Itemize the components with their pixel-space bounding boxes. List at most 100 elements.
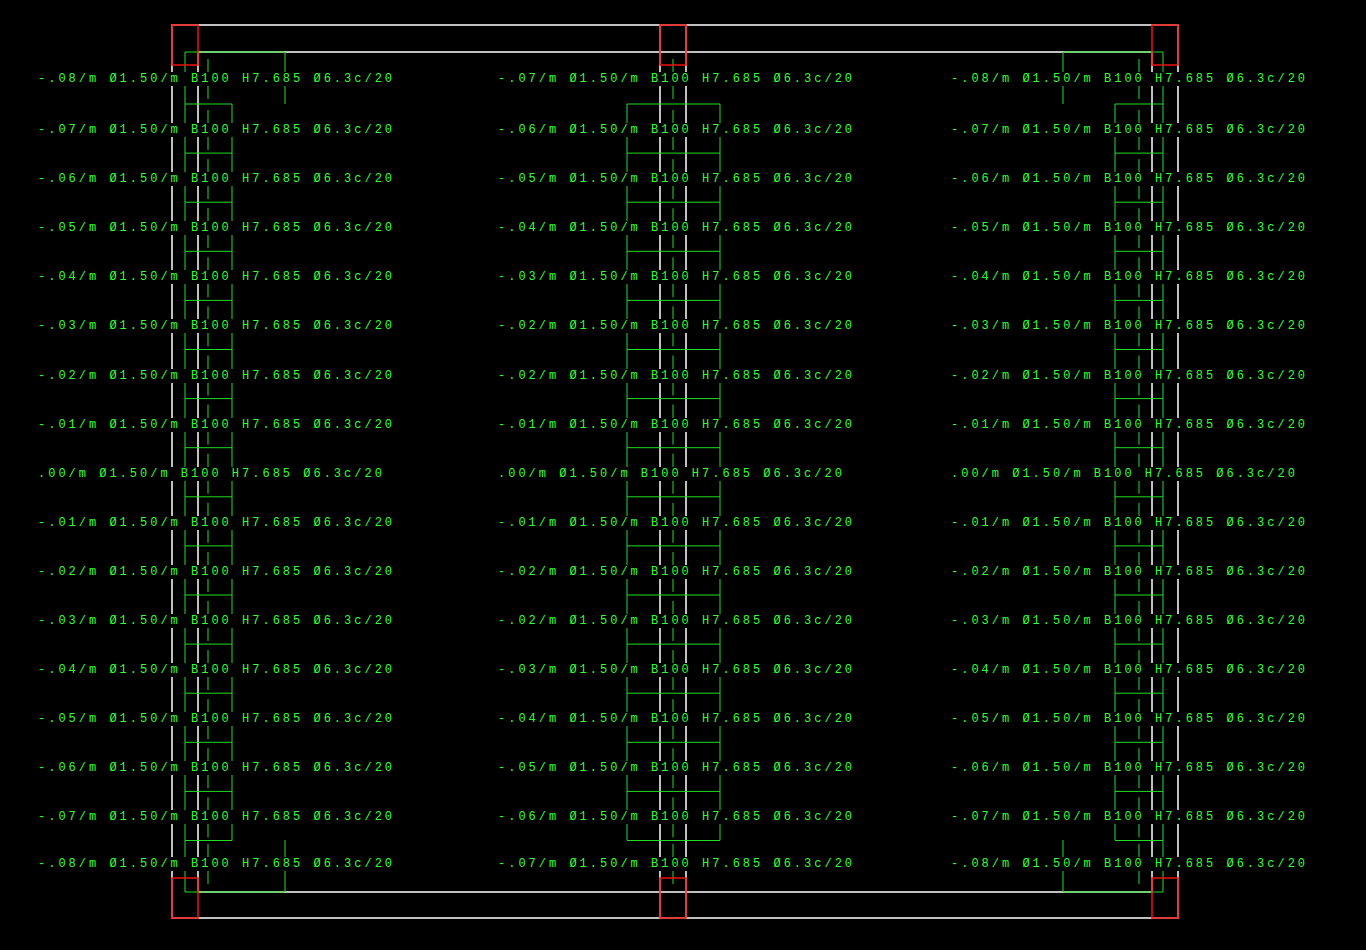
rebar-line [1115, 693, 1163, 694]
rebar-note: -.05/m Ø1.50/m B100 H7.685 Ø6.3c/20 [37, 712, 396, 726]
rebar-line [1115, 742, 1163, 743]
rebar-note: -.02/m Ø1.50/m B100 H7.685 Ø6.3c/20 [497, 319, 856, 333]
rebar-line [1115, 104, 1163, 105]
rebar-note: -.07/m Ø1.50/m B100 H7.685 Ø6.3c/20 [37, 810, 396, 824]
rebar-note: .00/m Ø1.50/m B100 H7.685 Ø6.3c/20 [497, 467, 846, 481]
rebar-line [185, 300, 232, 301]
rebar-line [185, 153, 232, 154]
rebar-note: -.05/m Ø1.50/m B100 H7.685 Ø6.3c/20 [37, 221, 396, 235]
rebar-note: -.03/m Ø1.50/m B100 H7.685 Ø6.3c/20 [497, 663, 856, 677]
rebar-line [185, 202, 232, 203]
rebar-note: -.05/m Ø1.50/m B100 H7.685 Ø6.3c/20 [950, 712, 1309, 726]
rebar-note: -.03/m Ø1.50/m B100 H7.685 Ø6.3c/20 [37, 614, 396, 628]
rebar-note: -.05/m Ø1.50/m B100 H7.685 Ø6.3c/20 [497, 172, 856, 186]
rebar-line [1115, 644, 1163, 645]
rebar-line [627, 644, 720, 645]
rebar-line [627, 496, 720, 497]
rebar-line [1115, 496, 1163, 497]
rebar-line [185, 251, 232, 252]
rebar-note: -.06/m Ø1.50/m B100 H7.685 Ø6.3c/20 [37, 172, 396, 186]
rebar-line [627, 545, 720, 546]
rebar-note: -.03/m Ø1.50/m B100 H7.685 Ø6.3c/20 [950, 614, 1309, 628]
rebar-note: -.04/m Ø1.50/m B100 H7.685 Ø6.3c/20 [950, 663, 1309, 677]
rebar-line [1115, 791, 1163, 792]
rebar-line [185, 545, 232, 546]
rebar-note: -.03/m Ø1.50/m B100 H7.685 Ø6.3c/20 [37, 319, 396, 333]
rebar-note: -.05/m Ø1.50/m B100 H7.685 Ø6.3c/20 [950, 221, 1309, 235]
rebar-line [627, 595, 720, 596]
rebar-line [627, 840, 720, 841]
rebar-line [1115, 447, 1163, 448]
rebar-note: -.02/m Ø1.50/m B100 H7.685 Ø6.3c/20 [950, 369, 1309, 383]
rebar-line [1063, 52, 1163, 53]
rebar-note: -.05/m Ø1.50/m B100 H7.685 Ø6.3c/20 [497, 761, 856, 775]
rebar-line [1115, 545, 1163, 546]
rebar-line [1115, 398, 1163, 399]
rebar-line [185, 742, 232, 743]
rebar-line [627, 202, 720, 203]
rebar-note: -.04/m Ø1.50/m B100 H7.685 Ø6.3c/20 [950, 270, 1309, 284]
rebar-note: -.08/m Ø1.50/m B100 H7.685 Ø6.3c/20 [950, 72, 1309, 86]
rebar-line [185, 349, 232, 350]
rebar-line [185, 644, 232, 645]
rebar-note: -.08/m Ø1.50/m B100 H7.685 Ø6.3c/20 [950, 857, 1309, 871]
rebar-line [1115, 840, 1163, 841]
rebar-line [627, 300, 720, 301]
rebar-note: -.02/m Ø1.50/m B100 H7.685 Ø6.3c/20 [37, 565, 396, 579]
rebar-line [185, 104, 232, 105]
rebar-line [627, 398, 720, 399]
rebar-note: -.01/m Ø1.50/m B100 H7.685 Ø6.3c/20 [37, 516, 396, 530]
rebar-note: -.06/m Ø1.50/m B100 H7.685 Ø6.3c/20 [950, 172, 1309, 186]
rebar-note: -.07/m Ø1.50/m B100 H7.685 Ø6.3c/20 [497, 857, 856, 871]
rebar-line [185, 595, 232, 596]
rebar-line [185, 52, 285, 53]
rebar-note: -.01/m Ø1.50/m B100 H7.685 Ø6.3c/20 [950, 516, 1309, 530]
rebar-line [185, 840, 232, 841]
rebar-note: -.02/m Ø1.50/m B100 H7.685 Ø6.3c/20 [497, 369, 856, 383]
rebar-line [1115, 300, 1163, 301]
rebar-note: -.06/m Ø1.50/m B100 H7.685 Ø6.3c/20 [950, 761, 1309, 775]
rebar-note: -.07/m Ø1.50/m B100 H7.685 Ø6.3c/20 [37, 123, 396, 137]
rebar-note: -.02/m Ø1.50/m B100 H7.685 Ø6.3c/20 [950, 565, 1309, 579]
rebar-note: -.02/m Ø1.50/m B100 H7.685 Ø6.3c/20 [497, 565, 856, 579]
rebar-line [1115, 251, 1163, 252]
rebar-line [627, 349, 720, 350]
rebar-line [185, 892, 285, 893]
rebar-note: -.04/m Ø1.50/m B100 H7.685 Ø6.3c/20 [497, 712, 856, 726]
rebar-line [627, 791, 720, 792]
rebar-line [627, 447, 720, 448]
rebar-line [185, 398, 232, 399]
rebar-line [627, 104, 720, 105]
rebar-line [1115, 153, 1163, 154]
rebar-note: -.01/m Ø1.50/m B100 H7.685 Ø6.3c/20 [497, 418, 856, 432]
rebar-note: -.01/m Ø1.50/m B100 H7.685 Ø6.3c/20 [497, 516, 856, 530]
rebar-line [185, 693, 232, 694]
rebar-note: .00/m Ø1.50/m B100 H7.685 Ø6.3c/20 [37, 467, 386, 481]
rebar-note: -.08/m Ø1.50/m B100 H7.685 Ø6.3c/20 [37, 72, 396, 86]
rebar-note: -.06/m Ø1.50/m B100 H7.685 Ø6.3c/20 [37, 761, 396, 775]
rebar-line [185, 447, 232, 448]
rebar-note: -.06/m Ø1.50/m B100 H7.685 Ø6.3c/20 [497, 810, 856, 824]
rebar-line [1115, 349, 1163, 350]
rebar-line [185, 791, 232, 792]
rebar-note: -.01/m Ø1.50/m B100 H7.685 Ø6.3c/20 [37, 418, 396, 432]
rebar-line [627, 153, 720, 154]
rebar-note: -.07/m Ø1.50/m B100 H7.685 Ø6.3c/20 [497, 72, 856, 86]
rebar-note: -.01/m Ø1.50/m B100 H7.685 Ø6.3c/20 [950, 418, 1309, 432]
rebar-note: -.06/m Ø1.50/m B100 H7.685 Ø6.3c/20 [497, 123, 856, 137]
rebar-line [185, 496, 232, 497]
rebar-note: -.08/m Ø1.50/m B100 H7.685 Ø6.3c/20 [37, 857, 396, 871]
rebar-line [1115, 595, 1163, 596]
rebar-note: -.04/m Ø1.50/m B100 H7.685 Ø6.3c/20 [37, 663, 396, 677]
rebar-note: -.03/m Ø1.50/m B100 H7.685 Ø6.3c/20 [497, 270, 856, 284]
rebar-note: .00/m Ø1.50/m B100 H7.685 Ø6.3c/20 [950, 467, 1299, 481]
rebar-note: -.03/m Ø1.50/m B100 H7.685 Ø6.3c/20 [950, 319, 1309, 333]
rebar-line [1063, 892, 1163, 893]
rebar-line [1115, 202, 1163, 203]
rebar-note: -.04/m Ø1.50/m B100 H7.685 Ø6.3c/20 [497, 221, 856, 235]
rebar-note: -.02/m Ø1.50/m B100 H7.685 Ø6.3c/20 [37, 369, 396, 383]
rebar-line [627, 251, 720, 252]
rebar-line [627, 742, 720, 743]
rebar-note: -.07/m Ø1.50/m B100 H7.685 Ø6.3c/20 [950, 123, 1309, 137]
